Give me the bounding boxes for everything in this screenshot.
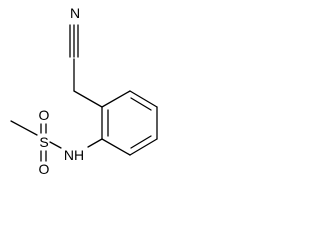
structure-diagram: N NH S O O (10, 5, 158, 177)
ring-bond-top-right (129, 90, 158, 108)
ring-double-bond-bottom-right (130, 135, 152, 149)
s-o-bottom-double-bond (40, 150, 47, 162)
oxygen-top-label: O (39, 107, 50, 123)
s-o-top-double-bond (40, 123, 47, 134)
nitrile-triple-bond (69, 24, 79, 58)
sulfur-label: S (39, 134, 48, 150)
ch2-bond (73, 90, 103, 108)
oxygen-bottom-label: O (39, 161, 50, 177)
ring-to-nh-bond (87, 138, 103, 148)
benzene-ring (101, 90, 158, 156)
ring-bond-top-left (101, 90, 131, 108)
s-to-methyl-bond (10, 120, 38, 136)
ring-double-bond-top-right (130, 97, 152, 111)
ring-bond-bottom-left (101, 138, 131, 156)
ring-bond-bottom-right (129, 138, 158, 156)
nh-to-s-bond (49, 141, 62, 149)
sulfonamide-nh-label: NH (64, 147, 84, 163)
nitrile-n-label: N (70, 5, 80, 21)
